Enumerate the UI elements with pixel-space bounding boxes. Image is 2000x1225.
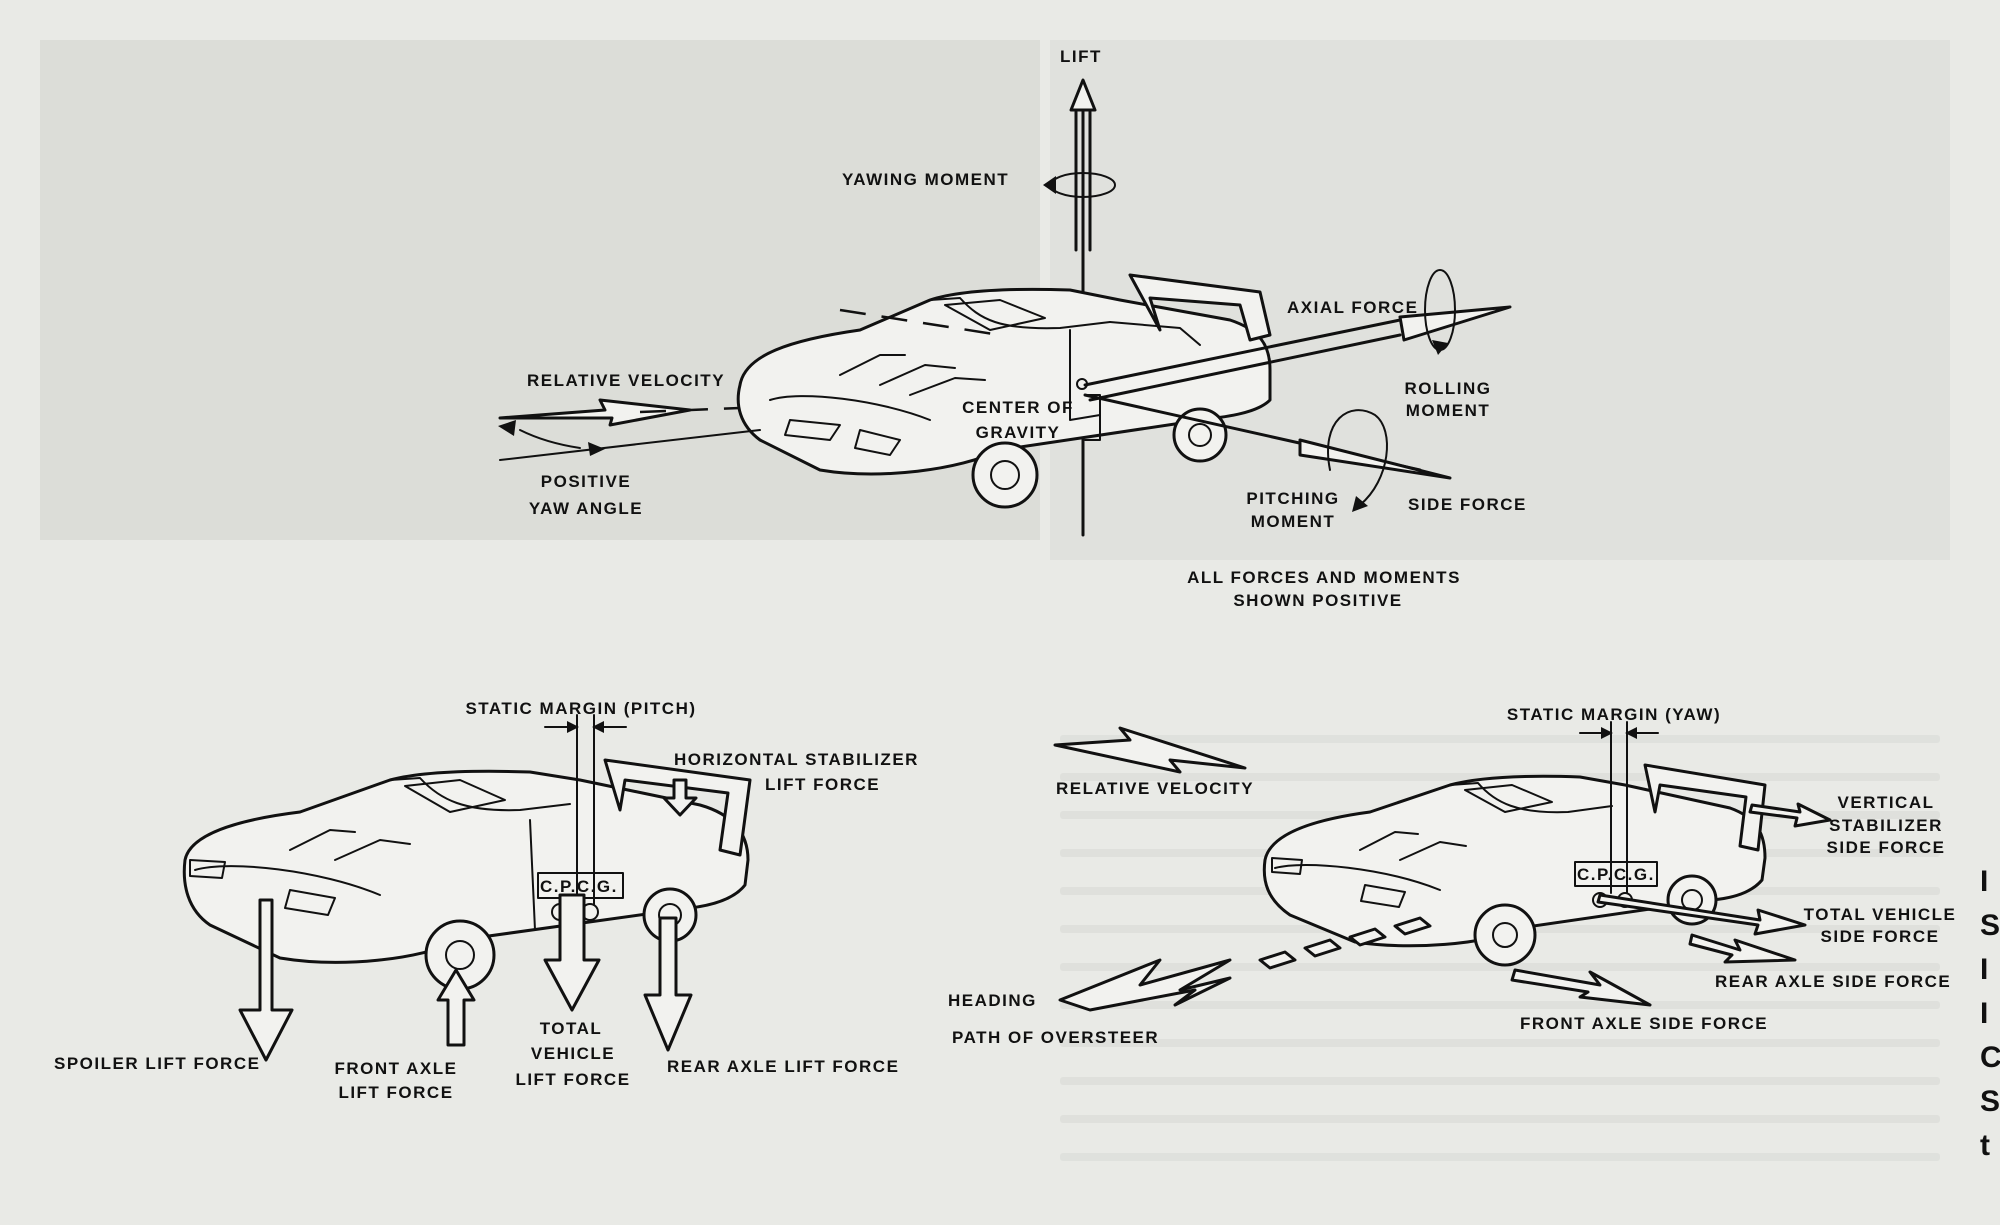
edge-letter: I [1980,953,1989,986]
label-rolling-moment-2: MOMENT [1406,401,1491,420]
label-rolling-moment-1: ROLLING [1405,379,1492,398]
label-center-of-gravity-2: GRAVITY [976,423,1061,442]
label-front-axle-2: LIFT FORCE [338,1083,453,1102]
front-wheel-yaw [1473,903,1537,967]
label-side-force: SIDE FORCE [1408,495,1527,514]
heading-arrow [1058,958,1232,1012]
stabilizer-lift-arrow [662,778,698,817]
label-front-axle-1: FRONT AXLE [335,1059,458,1078]
label-rear-axle-side-force: REAR AXLE SIDE FORCE [1715,972,1951,991]
label-total-vehicle-1: TOTAL [540,1019,603,1038]
label-total-vehicle-2: VEHICLE [531,1044,615,1063]
front-axle-side-arrow [1510,968,1652,1007]
label-total-vehicle-side-1: TOTAL VEHICLE [1804,905,1957,924]
rear-wing-top [1128,273,1272,342]
label-front-axle-side-force: FRONT AXLE SIDE FORCE [1520,1014,1768,1033]
yaw-diagram [1053,721,1832,1012]
x-axis-line [499,429,761,461]
label-positive-yaw-angle-1: POSITIVE [541,472,631,491]
label-note-2: SHOWN POSITIVE [1233,591,1402,610]
label-pitching-moment-1: PITCHING [1246,489,1339,508]
label-vertical-stabilizer-1: VERTICAL [1838,793,1935,812]
rear-wing-pitch [603,758,752,857]
relative-velocity-arrow [498,398,692,427]
label-relative-velocity-top: RELATIVE VELOCITY [527,371,725,390]
label-total-vehicle-side-2: SIDE FORCE [1821,927,1940,946]
relative-velocity-arrow-yaw [1053,726,1247,774]
rear-wheel-top [1172,407,1228,463]
oversteer-block [1258,950,1297,970]
label-static-margin-pitch: STATIC MARGIN (PITCH) [465,699,696,718]
vertical-stabilizer-arrow [1748,802,1832,828]
front-axle-lift-arrow [436,968,476,1047]
edge-letter: I [1980,865,1989,898]
front-wheel-top [971,441,1039,509]
label-pitching-moment-2: MOMENT [1251,512,1336,531]
label-center-of-gravity-1: CENTER OF [962,398,1074,417]
label-total-vehicle-3: LIFT FORCE [515,1070,630,1089]
label-spoiler-lift-force: SPOILER LIFT FORCE [54,1054,260,1073]
label-horizontal-stabilizer-2: LIFT FORCE [765,775,880,794]
edge-letter: S [1980,909,2000,942]
spoiler-lift-arrow [238,898,294,1062]
label-lift: LIFT [1060,47,1102,66]
oversteer-block [1348,927,1387,947]
oversteer-block [1303,938,1342,958]
edge-letter: S [1980,1085,2000,1118]
rear-axle-side-arrow [1688,933,1797,964]
label-note-1: ALL FORCES AND MOMENTS [1187,568,1461,587]
label-relative-velocity-yaw: RELATIVE VELOCITY [1056,779,1254,798]
label-cpcg-yaw: C.P.C.G. [1577,865,1655,884]
total-vehicle-side-arrow [1596,893,1807,936]
page-edge-text: I S I I C S t [1980,860,2000,1168]
side-force-arrow [1298,438,1452,480]
label-static-margin-yaw: STATIC MARGIN (YAW) [1507,705,1721,724]
label-positive-yaw-angle-2: YAW ANGLE [529,499,643,518]
pitching-moment-arc [1327,409,1388,506]
edge-letter: t [1980,1129,1990,1162]
label-horizontal-stabilizer-1: HORIZONTAL STABILIZER [674,750,919,769]
oversteer-block [1393,916,1432,936]
label-yawing-moment: YAWING MOMENT [842,170,1009,189]
pitch-diagram [182,714,752,1062]
edge-letter: C [1980,1041,2000,1074]
car-top [736,273,1272,509]
label-heading: HEADING [948,991,1037,1010]
label-vertical-stabilizer-3: SIDE FORCE [1827,838,1946,857]
rolling-moment-arc [1424,269,1456,351]
edge-letter: I [1980,997,1989,1030]
rear-axle-lift-arrow [643,916,693,1052]
label-axial-force: AXIAL FORCE [1287,298,1418,317]
label-vertical-stabilizer-2: STABILIZER [1829,816,1943,835]
lift-arrow-head [1069,78,1097,112]
top-diagram [498,78,1512,537]
total-vehicle-lift-arrow [543,893,601,1012]
rear-wing-yaw [1643,763,1767,852]
label-rear-axle-lift-force: REAR AXLE LIFT FORCE [667,1057,899,1076]
label-path-of-oversteer: PATH OF OVERSTEER [952,1028,1159,1047]
label-cpcg-pitch: C.P.C.G. [540,877,618,896]
